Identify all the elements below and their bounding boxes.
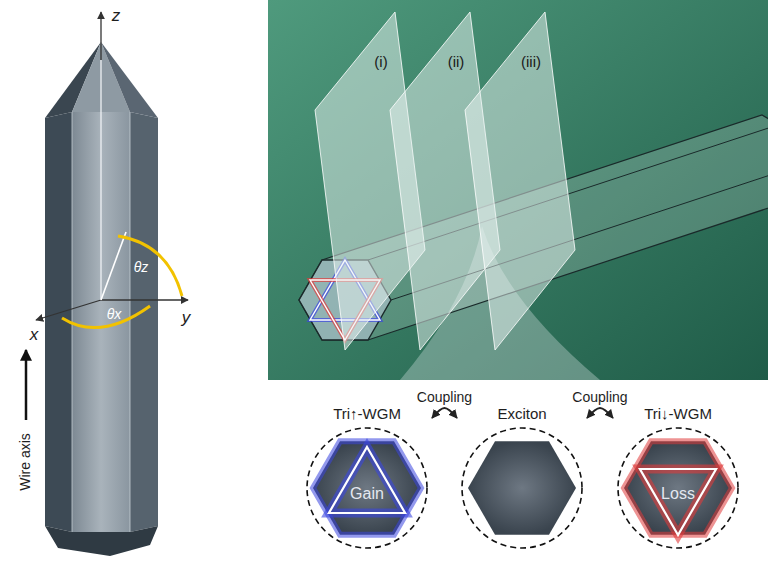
axes: [26, 12, 188, 420]
plane-label: (ii): [448, 54, 465, 71]
mode-circle: Exciton: [460, 405, 584, 550]
angle-arc: [118, 236, 182, 296]
plane-label: (i): [374, 54, 387, 71]
angle-label: θz: [134, 260, 149, 275]
wire-end: [45, 526, 158, 556]
coupling-arrow: [587, 408, 613, 418]
wire-tip: [101, 42, 158, 118]
mode-body: Gain: [305, 485, 429, 503]
mode-body: Loss: [616, 485, 740, 503]
section-plane: [465, 12, 575, 350]
nanowire: [45, 42, 158, 556]
scene: [268, 0, 768, 380]
axis-label: x: [30, 326, 39, 345]
plane-label: (iii): [521, 54, 541, 71]
mode-circle: Tri↓-WGM Loss: [616, 405, 740, 550]
mode-heading: Tri↑-WGM: [305, 405, 429, 423]
mode-heading: Exciton: [460, 405, 584, 423]
angle-arc: [62, 306, 150, 328]
dashed-circle: [462, 428, 582, 548]
direction-vector: [101, 232, 126, 300]
wire-edge: [130, 112, 131, 532]
angle-label: θx: [107, 307, 122, 322]
coupling-arrow: [432, 408, 457, 418]
axis-caption: Wire axis: [18, 433, 33, 491]
wire-axis-arrow: [25, 350, 28, 420]
y-axis: [101, 299, 188, 300]
mode-heading: Tri↓-WGM: [616, 405, 740, 423]
wire-face: [130, 112, 158, 532]
mode-circle: Tri↑-WGM Gain: [305, 405, 429, 550]
mode-triangle: [329, 447, 405, 513]
axis-label: z: [112, 7, 121, 26]
mode-circle-shape: [460, 426, 584, 550]
z-axis: [100, 60, 101, 300]
z-axis: [100, 12, 101, 60]
axis-label: y: [182, 309, 191, 328]
edge-label: Coupling: [570, 389, 629, 405]
x-axis: [36, 300, 101, 320]
hexagon: [468, 441, 576, 535]
mode-glow: [329, 447, 405, 513]
edge-label: Coupling: [415, 389, 474, 405]
